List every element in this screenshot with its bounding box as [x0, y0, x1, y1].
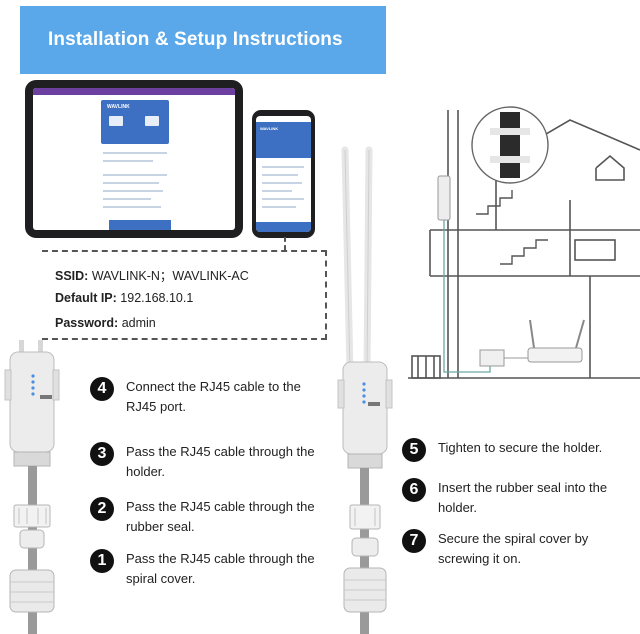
- step-number-badge: 4: [90, 377, 114, 401]
- tablet-browser-bar: [33, 88, 235, 95]
- step-number-badge: 7: [402, 529, 426, 553]
- step-text: Pass the RJ45 cable through the holder.: [126, 444, 315, 479]
- cable-icon: [343, 468, 387, 634]
- phone-hero-banner: WAVLINK: [256, 122, 311, 158]
- ip-line: Default IP: 192.168.10.1: [55, 291, 193, 305]
- step-text: Insert the rubber seal into the holder.: [438, 480, 608, 515]
- tablet-hero-banner: WAVLINK: [101, 100, 169, 144]
- step-number-badge: 2: [90, 497, 114, 521]
- tablet-screen: WAVLINK: [33, 88, 235, 230]
- router-icon: [109, 116, 123, 126]
- tablet-bottom-nav: [109, 220, 171, 230]
- ssid-value: WAVLINK-N；WAVLINK-AC: [91, 269, 249, 283]
- step-1: 1 Pass the RJ45 cable through the spiral…: [90, 549, 320, 589]
- tablet-text-row: [103, 198, 151, 200]
- page-title: Installation & Setup Instructions: [48, 29, 343, 50]
- mounted-router-icon: [437, 175, 451, 221]
- tablet-text-row: [103, 174, 167, 176]
- step-4: 4 Connect the RJ45 cable to the RJ45 por…: [90, 377, 320, 417]
- step-text: Connect the RJ45 cable to the RJ45 port.: [126, 379, 301, 414]
- step-number-badge: 3: [90, 442, 114, 466]
- step-text: Pass the RJ45 cable through the rubber s…: [126, 499, 315, 534]
- step-text: Tighten to secure the holder.: [438, 440, 603, 455]
- router-icon: [527, 319, 585, 363]
- router-icon: [337, 146, 393, 469]
- ip-value: 192.168.10.1: [120, 291, 194, 305]
- ssid-label: SSID:: [55, 269, 89, 283]
- tablet-brand-label: WAVLINK: [107, 104, 130, 110]
- ip-label: Default IP:: [55, 291, 117, 305]
- password-value: admin: [121, 316, 156, 330]
- tablet-text-row: [103, 182, 159, 184]
- step-7: 7 Secure the spiral cover by screwing it…: [402, 529, 634, 569]
- phone-brand-label: WAVLINK: [260, 126, 279, 131]
- step-number-badge: 6: [402, 478, 426, 502]
- tablet-text-row: [103, 206, 161, 208]
- step-6: 6 Insert the rubber seal into the holder…: [402, 478, 634, 518]
- phone-text-row: [262, 190, 292, 192]
- phone-text-row: [262, 174, 298, 176]
- step-5: 5 Tighten to secure the holder.: [402, 438, 634, 462]
- phone-text-row: [262, 182, 302, 184]
- poe-injector-icon: [479, 349, 530, 367]
- router-icon: [145, 116, 159, 126]
- tablet-icon: WAVLINK: [25, 80, 243, 238]
- step-2: 2 Pass the RJ45 cable through the rubber…: [90, 497, 320, 537]
- step-number-badge: 5: [402, 438, 426, 462]
- cable-icon: [443, 220, 491, 373]
- step-number-badge: 1: [90, 549, 114, 573]
- staircase-icon: [476, 190, 548, 265]
- credentials-box: SSID: WAVLINK-N；WAVLINK-AC Default IP: 1…: [42, 250, 327, 340]
- tablet-text-row: [103, 152, 167, 154]
- ssid-line: SSID: WAVLINK-N；WAVLINK-AC: [55, 265, 249, 284]
- step-text: Pass the RJ45 cable through the spiral c…: [126, 551, 315, 586]
- router-icon: [4, 340, 60, 467]
- password-line: Password: admin: [55, 316, 156, 330]
- phone-text-row: [262, 198, 304, 200]
- dashed-leader-line: [284, 237, 286, 250]
- phone-text-row: [262, 166, 304, 168]
- title-banner: Installation & Setup Instructions: [20, 6, 386, 74]
- tablet-text-row: [103, 160, 153, 162]
- phone-icon: WAVLINK: [252, 110, 315, 238]
- step-text: Secure the spiral cover by screwing it o…: [438, 531, 589, 566]
- phone-bottom-nav: [256, 222, 311, 232]
- password-label: Password:: [55, 316, 119, 330]
- phone-screen: WAVLINK: [256, 116, 311, 232]
- step-3: 3 Pass the RJ45 cable through the holder…: [90, 442, 320, 482]
- zoom-callout: [471, 106, 549, 184]
- cable-icon: [9, 466, 55, 634]
- tablet-text-row: [103, 190, 163, 192]
- phone-text-row: [262, 206, 296, 208]
